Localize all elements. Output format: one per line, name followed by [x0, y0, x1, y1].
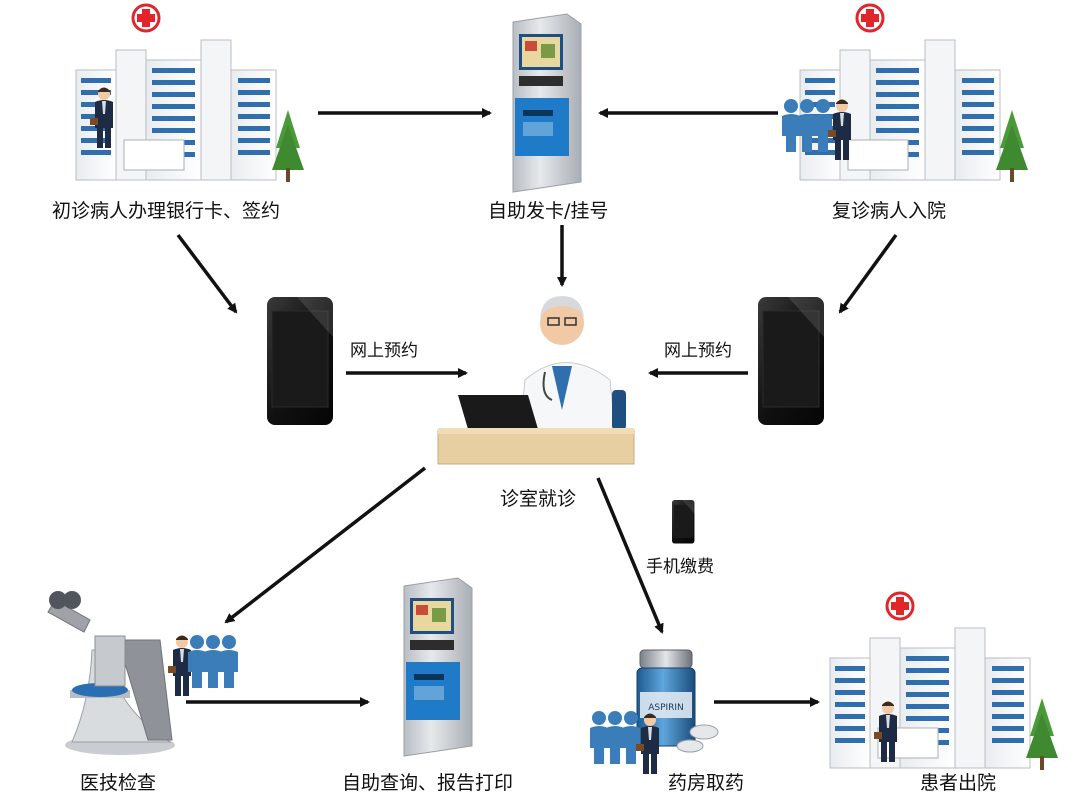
label-revisit: 复诊病人入院	[832, 200, 947, 222]
doctor-icon	[437, 296, 635, 465]
arrow-first-to-phone	[176, 233, 238, 314]
kiosk-bottom-icon	[403, 577, 473, 757]
label-discharge: 患者出院	[920, 772, 997, 794]
label-online-booking-right: 网上预约	[664, 341, 732, 361]
label-medical-exam: 医技检查	[80, 772, 157, 794]
label-pharmacy: 药房取药	[668, 772, 745, 794]
kiosk-top-icon	[512, 13, 582, 193]
label-mobile-payment: 手机缴费	[646, 557, 714, 577]
label-self-service-card: 自助发卡/挂号	[488, 200, 609, 222]
medicine-label: ASPIRIN	[648, 703, 684, 713]
phone-right-icon	[757, 296, 825, 426]
phone-left-icon	[266, 296, 334, 426]
label-consultation: 诊室就诊	[500, 488, 577, 510]
arrow-revisit-to-phone	[838, 233, 898, 314]
phone-small-icon	[671, 499, 695, 544]
label-online-booking-left: 网上预约	[350, 341, 418, 361]
label-self-query-print: 自助查询、报告打印	[342, 772, 514, 794]
arrow-doctor-to-exam	[224, 466, 427, 624]
crowd-exam-icon	[168, 635, 238, 696]
hospital-first-visit-icon	[74, 3, 306, 184]
label-first-visit: 初诊病人办理银行卡、签约	[52, 200, 281, 222]
arrow-doctor-to-pharmacy	[596, 477, 664, 634]
crowd-pharmacy-icon	[590, 711, 659, 774]
hospital-revisit-icon	[798, 3, 1030, 184]
microscope-icon	[47, 591, 175, 755]
hospital-discharge-icon	[828, 591, 1060, 772]
